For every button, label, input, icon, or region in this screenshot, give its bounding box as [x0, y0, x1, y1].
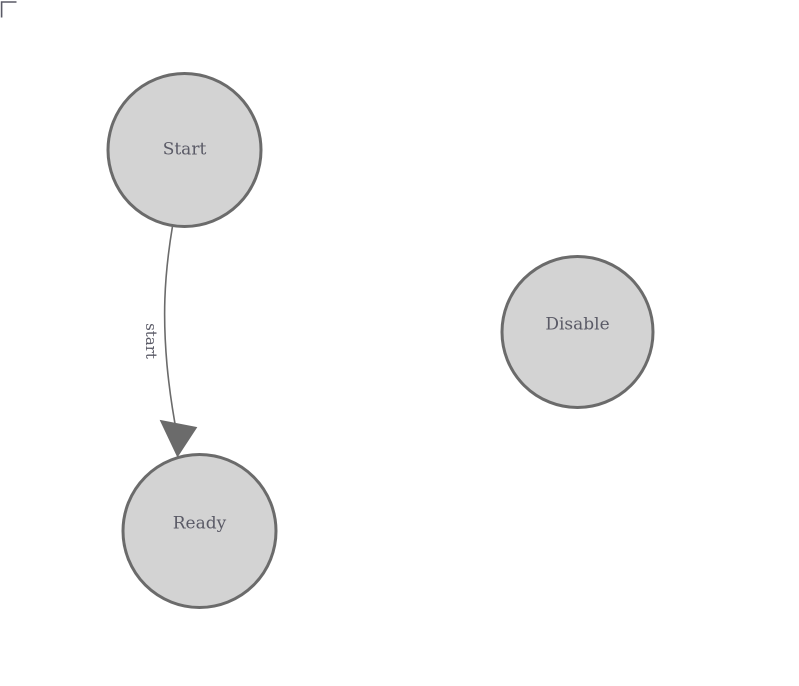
- edge-start-to-ready-line: [163, 225, 179, 438]
- edge-start-to-ready-arrowhead-icon: [159, 419, 198, 458]
- node-start-label: Start: [163, 140, 207, 160]
- node-start-shape: [106, 72, 263, 228]
- node-disable-label: Disable: [545, 315, 609, 335]
- canvas-corner-mark-icon: [0, 1, 17, 18]
- node-ready-shape: [121, 453, 278, 609]
- node-ready[interactable]: Ready: [121, 453, 278, 609]
- node-disable[interactable]: Disable: [500, 255, 655, 409]
- node-start[interactable]: Start: [106, 72, 263, 228]
- node-disable-shape: [500, 255, 655, 409]
- edge-start-to-ready[interactable]: start: [142, 225, 198, 458]
- node-ready-label: Ready: [173, 514, 227, 534]
- edge-start-to-ready-label: start: [142, 323, 160, 359]
